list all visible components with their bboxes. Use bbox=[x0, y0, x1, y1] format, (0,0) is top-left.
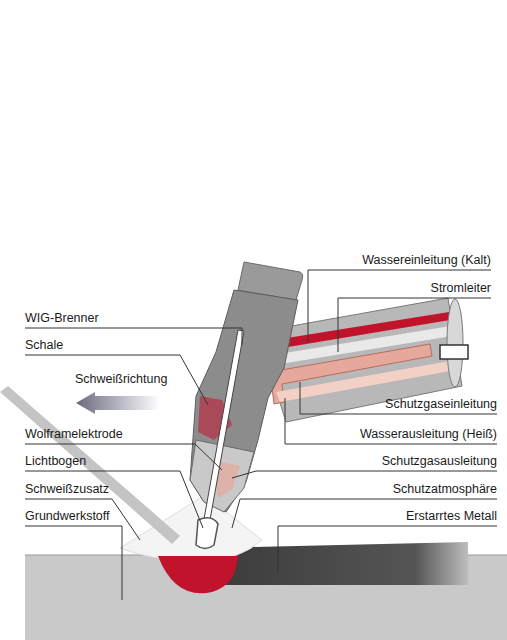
water-outlet bbox=[276, 360, 456, 402]
part-label: Wolframelektrode bbox=[25, 427, 123, 441]
part-label: WIG-Brenner bbox=[25, 311, 99, 325]
part-label: Grundwerkstoff bbox=[25, 509, 110, 523]
hose-end bbox=[447, 299, 463, 387]
part-label: Schutzatmosphäre bbox=[393, 482, 497, 496]
part-label: Wasserausleitung (Heiß) bbox=[360, 427, 497, 441]
part-label: Schweißrichtung bbox=[75, 372, 167, 386]
part-label: Schweißzusatz bbox=[25, 482, 109, 496]
part-label: Schale bbox=[25, 338, 63, 352]
leader-lines bbox=[25, 270, 497, 600]
part-label: Lichtbogen bbox=[25, 454, 86, 468]
part-label: Schutzgaseinleitung bbox=[385, 397, 497, 411]
power-plug bbox=[440, 345, 468, 359]
part-label: Stromleiter bbox=[431, 281, 491, 295]
tungsten-electrode bbox=[204, 330, 244, 520]
part-label: Wassereinleitung (Kalt) bbox=[362, 253, 491, 267]
weld-pool bbox=[158, 556, 238, 593]
direction-arrow bbox=[76, 392, 160, 414]
part-label: Schutzgasausleitung bbox=[382, 454, 497, 468]
filler-rod bbox=[0, 386, 180, 544]
part-label: Erstarrtes Metall bbox=[406, 509, 497, 523]
arc bbox=[196, 518, 218, 549]
